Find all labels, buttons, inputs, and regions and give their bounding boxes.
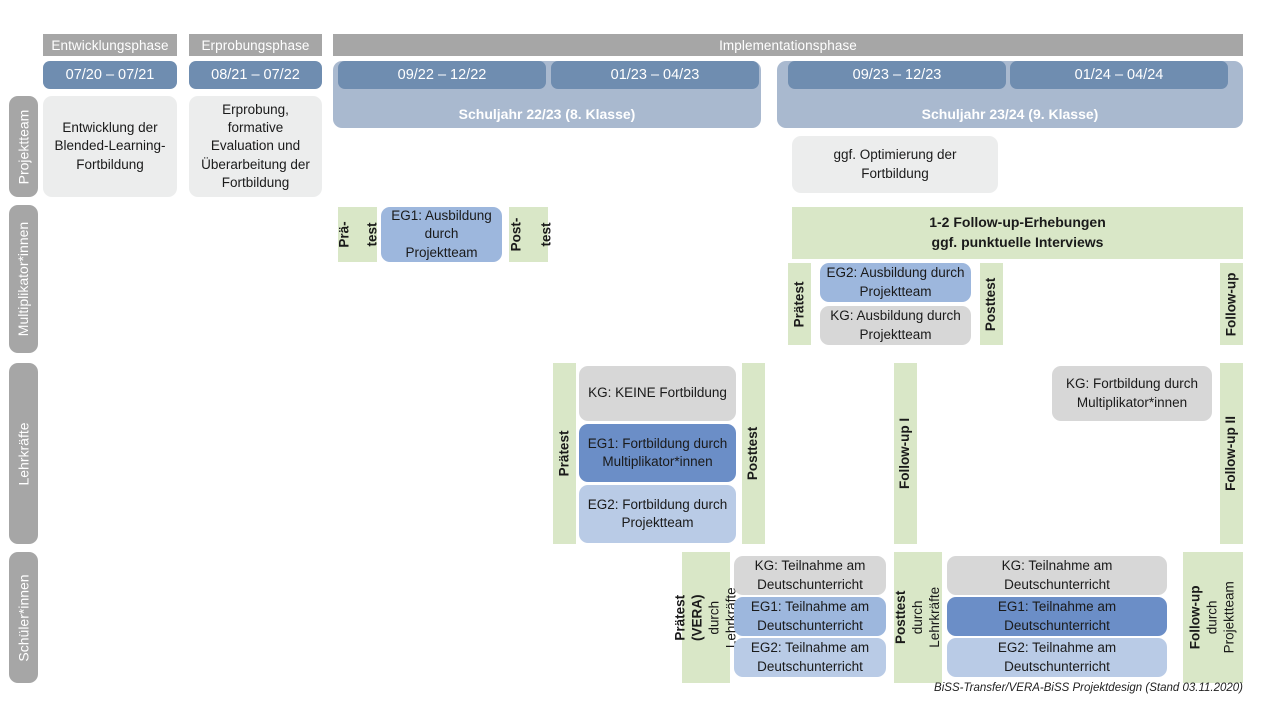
date-label: 01/23 – 04/23 — [610, 67, 700, 83]
school-year-label: Schuljahr 23/24 (9. Klasse) — [921, 106, 1099, 122]
card-label: KG: KEINE Fortbildung — [588, 385, 727, 401]
phase-header-label: Implementationsphase — [719, 37, 857, 53]
date-bar-0821-0722: 08/21 – 07/22 — [189, 61, 322, 89]
card-eg2-fortbildung-projektteam: EG2: Fortbildung durch Projektteam — [579, 485, 736, 543]
sidebar-item-projektteam[interactable]: Projektteam — [9, 96, 38, 197]
marker-followup-schueler: Follow-up durch Projektteam — [1183, 552, 1243, 683]
marker-main-label: Prätest (VERA) — [672, 594, 705, 641]
card-label: EG2: Fortbildung durch Projektteam — [587, 496, 728, 530]
marker-label-group: Posttest durch Lehrkräfte — [893, 587, 944, 648]
card-label: ggf. Optimierung der Fortbildung — [833, 147, 957, 181]
sidebar-item-multiplikatorinnen[interactable]: Multiplikator*innen — [9, 205, 38, 353]
marker-line-2: test — [538, 222, 554, 247]
date-bar-0124-0424: 01/24 – 04/24 — [1010, 61, 1228, 89]
footer-source-note: BiSS-Transfer/VERA-BiSS Projektdesign (S… — [700, 682, 1243, 700]
card-eg2-teilnahme-deutschunterricht-right: EG2: Teilnahme am Deutschunterricht — [947, 638, 1167, 677]
sidebar-item-label: Schüler*innen — [15, 573, 32, 662]
card-kg-teilnahme-deutschunterricht-right: KG: Teilnahme am Deutschunterricht — [947, 556, 1167, 595]
card-entwicklung-blended-learning: Entwicklung der Blended-Learning-Fortbil… — [43, 96, 177, 197]
marker-praetest-lehrkraefte: Prätest — [553, 363, 576, 544]
phase-header-erprobungsphase: Erprobungsphase — [189, 34, 322, 56]
marker-posttest-multiplikatoren-2: Posttest — [980, 263, 1003, 345]
sidebar-item-label: Projektteam — [15, 109, 32, 184]
marker-followup-1-lehrkraefte: Follow-up I — [894, 363, 917, 544]
card-label: EG1: Teilnahme am Deutschunterricht — [750, 599, 870, 633]
marker-label: Follow-up II — [1223, 416, 1239, 491]
marker-sub-label: durch Projektteam — [1204, 581, 1237, 654]
marker-label: Prätest — [556, 430, 572, 477]
card-label: EG2: Teilnahme am Deutschunterricht — [750, 640, 870, 674]
phase-header-entwicklungsphase: Entwicklungsphase — [43, 34, 177, 56]
marker-followup-multiplikatoren: Follow-up — [1220, 263, 1243, 345]
banner-line-1: 1-2 Follow-up-Erhebungen — [929, 214, 1106, 231]
marker-label: Prätest — [791, 281, 807, 327]
card-ggf-optimierung: ggf. Optimierung der Fortbildung — [792, 136, 998, 193]
marker-main-label: Posttest — [892, 590, 908, 645]
card-label: KG: Teilnahme am Deutschunterricht — [1001, 558, 1113, 592]
marker-praetest-multiplikatoren-1: Prä- test — [336, 207, 380, 262]
card-label: EG1: Ausbildung durch Projektteam — [391, 208, 492, 260]
date-bar-0720-0721: 07/20 – 07/21 — [43, 61, 177, 89]
marker-label-group: Prätest (VERA) durch Lehrkräfte — [672, 587, 740, 648]
marker-label: Follow-up — [1223, 272, 1239, 336]
marker-posttest-multiplikatoren-1: Post- test — [508, 207, 554, 262]
phase-header-implementationsphase: Implementationsphase — [333, 34, 1243, 56]
marker-sub-label: durch Lehrkräfte — [909, 587, 942, 648]
card-eg1-ausbildung-projektteam: EG1: Ausbildung durch Projektteam — [381, 207, 502, 262]
card-label: EG2: Teilnahme am Deutschunterricht — [997, 640, 1117, 674]
marker-line-2: test — [364, 222, 380, 247]
marker-praetest-multiplikatoren-2: Prätest — [788, 263, 811, 345]
marker-posttest-schueler: Posttest durch Lehrkräfte — [893, 552, 944, 683]
marker-label: Follow-up I — [897, 417, 913, 490]
sidebar-item-schuelerinnen[interactable]: Schüler*innen — [9, 552, 38, 683]
card-kg-fortbildung-multiplikatoren: KG: Fortbildung durch Multiplikator*inne… — [1052, 366, 1212, 421]
date-bar-0922-1222: 09/22 – 12/22 — [338, 61, 546, 89]
date-bar-0923-1223: 09/23 – 12/23 — [788, 61, 1006, 89]
marker-label-group: Follow-up durch Projektteam — [1188, 581, 1239, 653]
marker-main-label: Follow-up — [1187, 585, 1203, 650]
banner-followup-erhebungen: 1-2 Follow-up-Erhebungen ggf. punktuelle… — [792, 207, 1243, 259]
date-label: 01/24 – 04/24 — [1074, 67, 1164, 83]
date-label: 08/21 – 07/22 — [211, 67, 300, 83]
sidebar-item-label: Lehrkräfte — [15, 421, 32, 486]
banner-line-2: ggf. punktuelle Interviews — [931, 234, 1104, 250]
card-label: KG: Fortbildung durch Multiplikator*inne… — [1065, 376, 1199, 410]
marker-line-1: Prä- — [336, 221, 352, 248]
marker-praetest-vera-schueler: Prätest (VERA) durch Lehrkräfte — [672, 552, 738, 683]
phase-header-label: Entwicklungsphase — [51, 37, 169, 53]
date-bar-0123-0423: 01/23 – 04/23 — [551, 61, 759, 89]
card-label: KG: Ausbildung durch Projektteam — [830, 308, 961, 342]
card-eg1-fortbildung-multiplikatoren: EG1: Fortbildung durch Multiplikator*inn… — [579, 424, 736, 482]
card-label: KG: Teilnahme am Deutschunterricht — [754, 558, 866, 592]
card-erprobung-evaluation: Erprobung, formative Evaluation und Über… — [189, 96, 322, 197]
marker-followup-2-lehrkraefte: Follow-up II — [1220, 363, 1243, 544]
sidebar-item-label: Multiplikator*innen — [15, 221, 32, 337]
marker-posttest-lehrkraefte: Posttest — [742, 363, 765, 544]
card-label: Entwicklung der Blended-Learning-Fortbil… — [54, 120, 166, 172]
card-eg1-teilnahme-deutschunterricht-left: EG1: Teilnahme am Deutschunterricht — [734, 597, 886, 636]
date-label: 09/22 – 12/22 — [397, 67, 487, 83]
school-year-label: Schuljahr 22/23 (8. Klasse) — [458, 106, 636, 122]
card-eg1-teilnahme-deutschunterricht-right: EG1: Teilnahme am Deutschunterricht — [947, 597, 1167, 636]
card-kg-ausbildung-projektteam: KG: Ausbildung durch Projektteam — [820, 306, 971, 345]
date-label: 07/20 – 07/21 — [65, 67, 155, 83]
marker-line-1: Post- — [508, 217, 523, 252]
footer-label: BiSS-Transfer/VERA-BiSS Projektdesign (S… — [934, 682, 1243, 694]
card-kg-teilnahme-deutschunterricht-left: KG: Teilnahme am Deutschunterricht — [734, 556, 886, 595]
marker-label: Posttest — [983, 277, 999, 331]
sidebar-item-lehrkraefte[interactable]: Lehrkräfte — [9, 363, 38, 544]
card-label: EG1: Fortbildung durch Multiplikator*inn… — [587, 435, 728, 469]
card-eg2-ausbildung-projektteam: EG2: Ausbildung durch Projektteam — [820, 263, 971, 302]
card-eg2-teilnahme-deutschunterricht-left: EG2: Teilnahme am Deutschunterricht — [734, 638, 886, 677]
date-label: 09/23 – 12/23 — [852, 67, 942, 83]
marker-label: Posttest — [745, 426, 761, 481]
card-kg-keine-fortbildung: KG: KEINE Fortbildung — [579, 366, 736, 421]
card-label: EG2: Ausbildung durch Projektteam — [826, 265, 965, 299]
card-label: EG1: Teilnahme am Deutschunterricht — [997, 599, 1117, 633]
card-label: Erprobung, formative Evaluation und Über… — [201, 101, 310, 190]
phase-header-label: Erprobungsphase — [201, 37, 310, 53]
